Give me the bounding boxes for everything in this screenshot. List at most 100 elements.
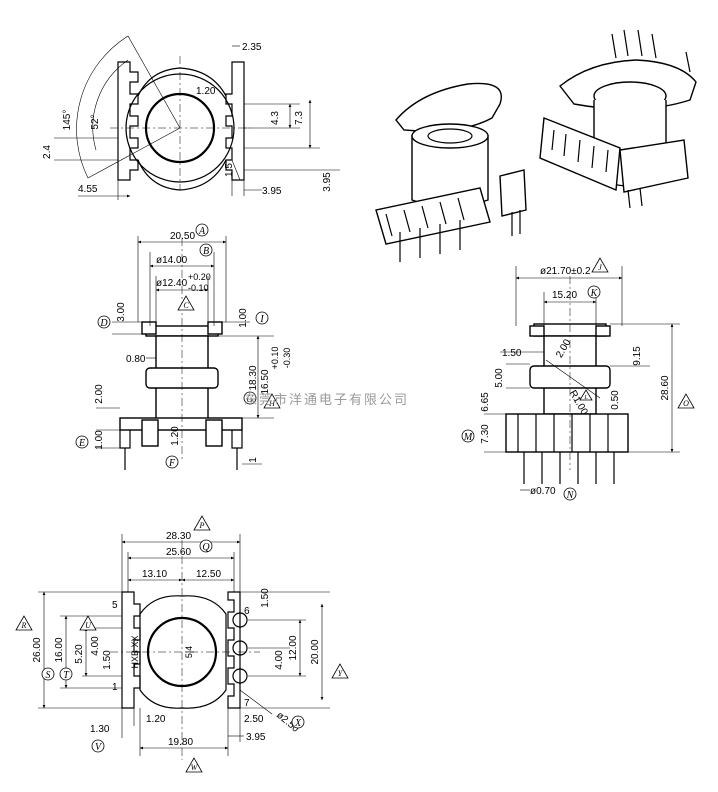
svg-text:C: C [183, 301, 189, 310]
bottom-dim-19-80: 19.80 [168, 737, 193, 748]
side-bubble-k: K [587, 285, 601, 299]
bottom-bubble-w: W [185, 757, 203, 773]
bottom-dim-1-50-left: 1.50 [102, 650, 113, 670]
svg-text:S: S [46, 670, 51, 681]
top-dim-4-3: 4.3 [270, 111, 281, 125]
top-dim-3-95-b: 3.95 [322, 172, 333, 192]
bottom-bubble-r: R [15, 615, 33, 631]
side-dim-d21-70: ø21.70±0.2 [540, 266, 591, 277]
top-view: 145° 52° 2.35 1.20 4.3 7.3 2.4 1.5 4.55 … [42, 35, 340, 200]
side-bubble-o: O [677, 393, 695, 409]
front-dim-tol-minus: -0.10 [188, 283, 209, 293]
svg-text:V: V [95, 742, 103, 753]
svg-text:E: E [78, 438, 85, 449]
side-dim-7-30: 7.30 [480, 424, 491, 444]
front-dim-1-20: 1.20 [170, 426, 181, 446]
front-dim-3-00: 3.00 [116, 302, 127, 322]
side-dim-5-00: 5.00 [494, 368, 505, 388]
svg-text:I: I [259, 314, 264, 325]
bottom-dim-20-00: 20.00 [310, 639, 321, 664]
side-dim-p0-70: ø0.70 [530, 486, 556, 497]
bottom-bubble-t: T [59, 667, 73, 681]
pin-number-5: 5 [112, 600, 118, 611]
bottom-dim-1-20: 1.20 [146, 714, 166, 725]
front-bubble-e: E [75, 435, 89, 449]
front-dim-tol2-minus: -0.30 [282, 348, 292, 369]
front-bubble-a: A [195, 223, 209, 237]
svg-text:M: M [463, 432, 473, 443]
side-view: ø21.70±0.2 15.20 1.50 2.00 5.00 6.65 7.3… [461, 257, 695, 501]
bottom-dim-2-50: 2.50 [244, 714, 264, 725]
top-dim-3-95-a: 3.95 [262, 186, 282, 197]
isometric-view-assembled [539, 29, 697, 209]
front-bubble-g: G [243, 391, 257, 405]
bottom-bubble-y: Y [331, 663, 349, 679]
bottom-bubble-x: X [291, 715, 305, 729]
svg-text:U: U [85, 621, 92, 630]
bottom-dim-26-00: 26.00 [32, 637, 43, 662]
bottom-dim-12-50: 12.50 [196, 569, 221, 580]
top-dim-2-4: 2.4 [42, 145, 53, 159]
side-dim-28-60: 28.60 [660, 375, 671, 400]
bottom-dim-28-30: 28.30 [166, 531, 191, 542]
svg-text:O: O [683, 399, 689, 408]
svg-text:R: R [21, 621, 27, 630]
svg-text:H: H [268, 399, 276, 408]
bottom-dim-16-00: 16.00 [54, 637, 65, 662]
front-bubble-f: F [165, 455, 179, 469]
bottom-bubble-u: U [79, 615, 97, 631]
top-dim-r1-20: 1.20 [196, 86, 216, 97]
bottom-dim-4-00-right: 4.00 [274, 650, 285, 670]
side-bubble-n: N [563, 487, 577, 501]
isometric-view-exploded [375, 82, 527, 262]
svg-text:P: P [199, 521, 205, 530]
side-bubble-l: L [579, 389, 593, 401]
top-dim-145: 145° [62, 110, 73, 131]
svg-text:Q: Q [202, 542, 210, 553]
svg-text:X: X [294, 718, 302, 729]
front-bubble-d: D [97, 315, 111, 329]
svg-text:B: B [203, 246, 209, 257]
bottom-bubble-s: S [41, 667, 55, 681]
top-dim-52: 52° [90, 114, 101, 129]
bottom-bubble-p: P [193, 515, 211, 531]
front-dim-18-30: 18.30 [248, 365, 259, 390]
svg-text:T: T [63, 670, 70, 681]
svg-text:J: J [598, 263, 602, 272]
bottom-dim-1-30: 1.30 [90, 724, 110, 735]
svg-text:F: F [168, 458, 176, 469]
front-dim-2-00: 2.00 [94, 384, 105, 404]
front-bubble-i: I [255, 311, 269, 325]
bottom-dim-12-00: 12.00 [288, 635, 299, 660]
bottom-dim-4-00-left: 4.00 [90, 636, 101, 656]
svg-text:L: L [583, 395, 588, 401]
side-dim-1-50: 1.50 [502, 348, 522, 359]
bottom-bubble-v: V [91, 739, 105, 753]
top-dim-2-35: 2.35 [242, 42, 262, 53]
bottom-dim-3-95: 3.95 [246, 732, 266, 743]
side-dim-6-65: 6.65 [480, 392, 491, 412]
svg-text:A: A [198, 226, 206, 237]
bottom-view: HXB XX 5|4 5 1 6 7 28.30 25.60 13.10 12.… [15, 515, 349, 773]
top-view-left-flange [117, 61, 139, 181]
front-dim-1: 1 [248, 457, 259, 463]
front-bubble-c: C [177, 295, 195, 311]
front-dim-tol2-plus: +0.10 [270, 347, 280, 370]
side-dim-9-15: 9.15 [632, 346, 643, 366]
side-bubble-m: M [461, 429, 475, 443]
front-bubble-b: B [199, 243, 213, 257]
top-dim-4-55: 4.55 [78, 184, 98, 195]
side-dim-15-20: 15.20 [552, 290, 577, 301]
front-dim-0-80: 0.80 [126, 354, 146, 365]
front-dim-1-00: 1.00 [238, 308, 249, 328]
svg-text:Y: Y [338, 669, 344, 678]
side-bubble-j: J [591, 257, 609, 273]
svg-text:D: D [99, 318, 108, 329]
front-bubble-h: H [263, 393, 281, 409]
front-dim-tol-plus: +0.20 [188, 272, 211, 282]
top-dim-7-3: 7.3 [294, 111, 305, 125]
pin-number-6: 6 [244, 606, 250, 617]
bottom-dim-5-20: 5.20 [74, 644, 85, 664]
bottom-model: 5|4 [184, 646, 194, 658]
